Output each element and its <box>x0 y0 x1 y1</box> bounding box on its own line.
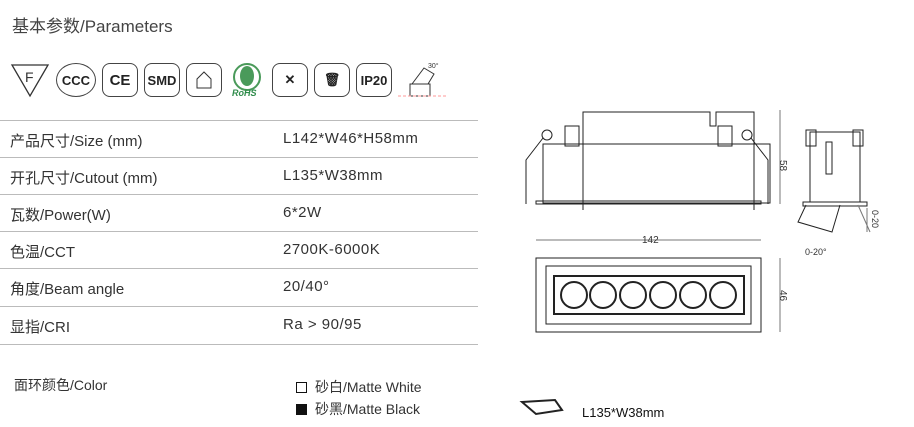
spec-value: 20/40° <box>283 278 330 295</box>
ip20-icon: IP20 <box>356 63 392 97</box>
spec-value: L142*W46*H58mm <box>283 130 419 147</box>
weee-bin-icon: 🗑 <box>314 63 350 97</box>
color-option-black: 砂黑/Matte Black <box>296 399 420 419</box>
spec-value: 2700K-6000K <box>283 241 381 258</box>
indoor-home-icon <box>186 63 222 97</box>
spec-value: 6*2W <box>283 204 322 221</box>
black-swatch <box>296 403 307 415</box>
end-view <box>797 129 871 233</box>
spec-value: Ra > 90/95 <box>283 316 362 333</box>
ce-icon: CE <box>102 63 138 97</box>
smd-icon: SMD <box>144 63 180 97</box>
spec-row-cri: 显指/CRI Ra > 90/95 <box>0 306 478 345</box>
spec-row-power: 瓦数/Power(W) 6*2W <box>0 194 478 232</box>
spec-value: L135*W38mm <box>283 167 384 184</box>
svg-text:RoHS: RoHS <box>232 88 257 98</box>
color-option-white: 砂白/Matte White <box>296 377 422 397</box>
spec-row-beam: 角度/Beam angle 20/40° <box>0 268 478 306</box>
f-mark-icon: F <box>10 64 50 98</box>
tilt-angle-dimension: 0-20° <box>805 247 827 257</box>
page-title: 基本参数/Parameters <box>12 17 173 36</box>
spec-label: 色温/CCT <box>10 244 75 261</box>
spec-label: 瓦数/Power(W) <box>10 207 111 224</box>
color-option-label: 砂黑/Matte Black <box>315 401 421 417</box>
ccc-icon: CCC <box>56 63 96 97</box>
front-view <box>535 257 781 333</box>
spec-row-cutout: 开孔尺寸/Cutout (mm) L135*W38mm <box>0 157 478 195</box>
white-swatch <box>296 381 307 393</box>
color-option-label: 砂白/Matte White <box>315 379 422 395</box>
no-insulation-cover-icon: ✕ <box>272 63 308 97</box>
spec-row-size: 产品尺寸/Size (mm) L142*W46*H58mm <box>0 120 478 158</box>
length-dimension: 142 <box>642 235 659 246</box>
color-label: 面环颜色/Color <box>14 377 108 393</box>
width-dimension: 46 <box>777 290 788 302</box>
svg-text:30°: 30° <box>428 62 439 70</box>
tilt-angle-icon: 30° <box>398 62 446 97</box>
spec-row-cct: 色温/CCT 2700K-6000K <box>0 231 478 269</box>
cutout-dimension: L135*W38mm <box>582 405 665 420</box>
spec-label: 开孔尺寸/Cutout (mm) <box>10 170 158 187</box>
tilt-vertical-dimension: 0-20 <box>870 210 880 228</box>
svg-text:F: F <box>25 69 34 85</box>
spec-label: 显指/CRI <box>10 319 71 336</box>
height-dimension: 58 <box>777 160 788 172</box>
dimension-drawing: 58 0-20 0-20° 142 46 <box>519 110 880 416</box>
cutout-icon <box>519 398 564 416</box>
spec-label: 角度/Beam angle <box>10 281 125 298</box>
rohs-icon: RoHS <box>232 63 261 98</box>
certification-icons: F CCC CE SMD RoHS ✕ 🗑 IP20 30° <box>10 60 446 100</box>
spec-label: 产品尺寸/Size (mm) <box>10 133 143 150</box>
side-view <box>525 110 781 210</box>
